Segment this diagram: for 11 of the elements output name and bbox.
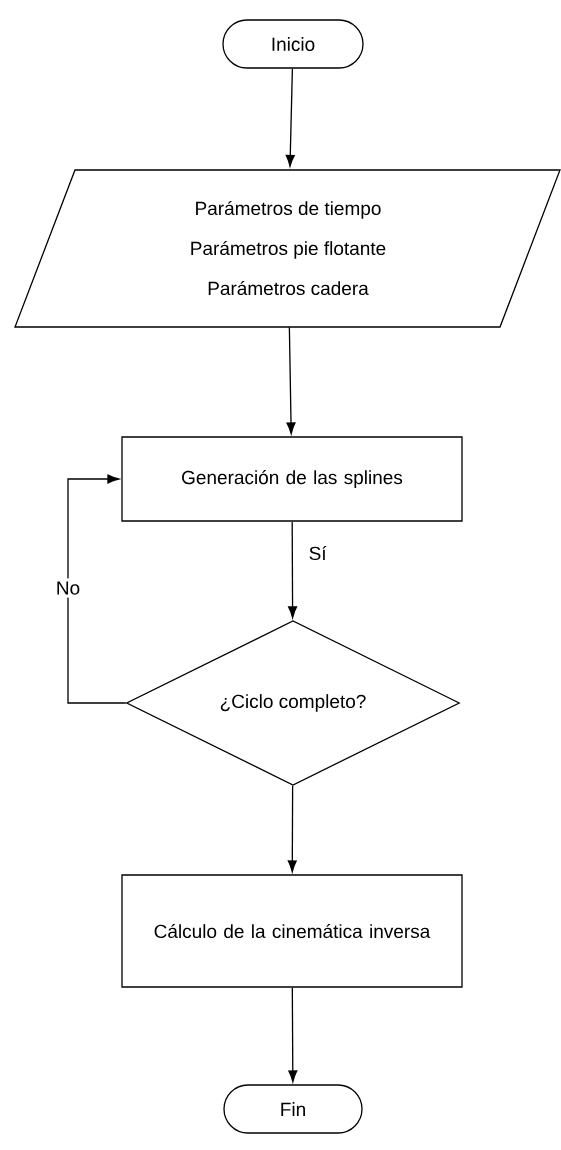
process-box: Cálculo de la cinemática inversa [121, 874, 463, 988]
edge-label: No [52, 578, 84, 598]
arrow [286, 326, 296, 435]
process-box: Generación de las splines [121, 436, 463, 522]
arrow [288, 521, 298, 619]
arrow [287, 785, 297, 873]
input-parallelogram: Parámetros de tiempo Parámetros pie flotante Parámetros cadera [14, 169, 561, 328]
arrow [285, 68, 295, 167]
edge-label: Sí [305, 542, 330, 564]
arrow [288, 987, 298, 1083]
arrow [67, 474, 127, 704]
